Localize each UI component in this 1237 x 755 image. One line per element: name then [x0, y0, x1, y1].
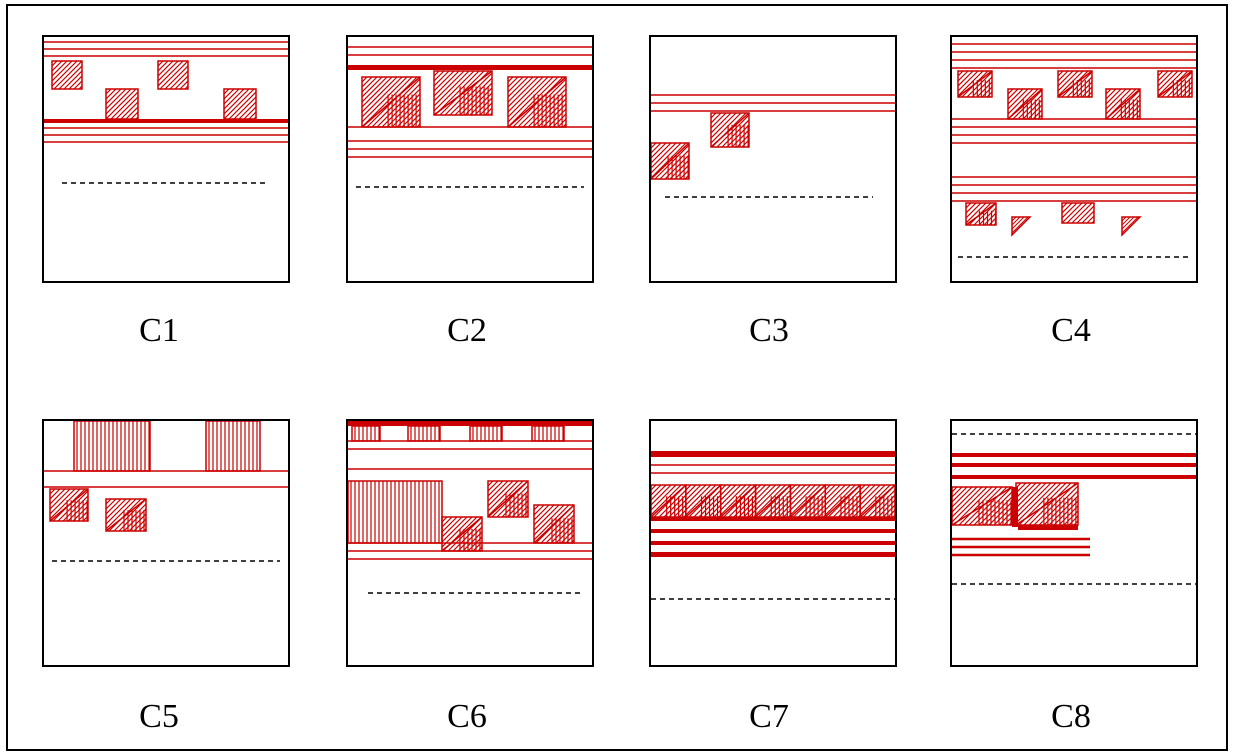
solid-band	[348, 421, 592, 426]
solid-band	[952, 463, 1196, 467]
hatched-block	[533, 504, 575, 544]
c4-diagram	[952, 43, 1196, 258]
c1-diagram	[44, 41, 288, 184]
hatched-triangle	[1011, 216, 1032, 237]
hatched-block	[361, 76, 421, 128]
hatched-block	[1105, 88, 1141, 120]
hatched-triangle	[1121, 216, 1142, 237]
vertical-hatched-block	[348, 480, 443, 544]
hatched-block	[49, 488, 89, 522]
lower-layer-lines	[952, 537, 1090, 557]
solid-band	[952, 453, 1196, 457]
solid-band	[44, 119, 288, 123]
solid-band	[651, 451, 895, 457]
caption-c8: C8	[1051, 698, 1091, 735]
caption-c1: C1	[139, 312, 179, 349]
hatched-block	[51, 60, 83, 90]
hatched-block	[507, 76, 567, 128]
hatched-block	[710, 112, 750, 148]
solid-band	[952, 475, 1196, 479]
solid-band	[651, 541, 895, 545]
hatched-block	[105, 498, 147, 532]
hatched-block	[651, 142, 690, 180]
panel-c8	[950, 419, 1198, 667]
layer-lines	[44, 470, 288, 488]
hatched-block	[1157, 70, 1193, 98]
panel-c3	[649, 35, 897, 283]
hatched-block	[957, 70, 993, 98]
panel-c5	[42, 419, 290, 667]
caption-c3: C3	[749, 312, 789, 349]
panel-c1	[42, 35, 290, 283]
hatched-block	[441, 516, 483, 552]
solid-band	[1018, 525, 1078, 530]
solid-band	[1012, 487, 1018, 527]
c7-diagram	[651, 451, 895, 600]
top-layer-lines	[44, 41, 288, 57]
hatched-block	[1015, 482, 1079, 526]
hatched-block	[965, 202, 997, 226]
hatched-block	[487, 480, 529, 518]
c8-diagram	[952, 433, 1196, 585]
hatched-block	[1057, 70, 1093, 98]
hatched-block	[824, 484, 861, 518]
solid-band	[651, 529, 895, 533]
solid-band	[651, 552, 895, 557]
c5-diagram	[44, 421, 288, 562]
vertical-hatched-block	[73, 421, 151, 472]
vertical-hatched-block	[531, 425, 565, 442]
middle-layer-lines	[952, 118, 1196, 144]
vertical-hatched-block	[407, 425, 441, 442]
top-layer-lines	[952, 43, 1196, 69]
panel-c2	[346, 35, 594, 283]
middle-layer-lines	[348, 126, 592, 158]
vertical-hatched-block	[469, 425, 503, 442]
solid-band	[651, 517, 895, 521]
hatched-block	[719, 484, 757, 518]
layer-lines	[348, 440, 592, 470]
vertical-hatched-block	[205, 421, 261, 472]
hatched-block	[433, 70, 493, 116]
hatched-block	[223, 88, 257, 120]
solid-band	[348, 65, 592, 70]
hatched-block	[157, 60, 189, 90]
caption-c2: C2	[447, 312, 487, 349]
hatched-block	[789, 484, 827, 518]
top-layer-lines	[651, 94, 895, 112]
top-layer-lines	[651, 464, 895, 474]
caption-c6: C6	[447, 698, 487, 735]
lower-layer-lines	[952, 176, 1196, 202]
caption-c4: C4	[1051, 312, 1091, 349]
c2-diagram	[348, 46, 592, 188]
panel-c4	[950, 35, 1198, 283]
top-layer-lines	[348, 46, 592, 56]
hatched-block	[1061, 202, 1095, 224]
c6-diagram	[348, 421, 592, 594]
panel-c6	[346, 419, 594, 667]
panel-c7	[649, 419, 897, 667]
vertical-hatched-block	[351, 425, 381, 442]
middle-layer-lines	[44, 127, 288, 143]
caption-c7: C7	[749, 698, 789, 735]
caption-c5: C5	[139, 698, 179, 735]
lower-layer-lines	[348, 542, 592, 560]
hatched-block	[1007, 88, 1043, 120]
hatched-block	[105, 88, 139, 120]
c3-diagram	[651, 94, 895, 198]
